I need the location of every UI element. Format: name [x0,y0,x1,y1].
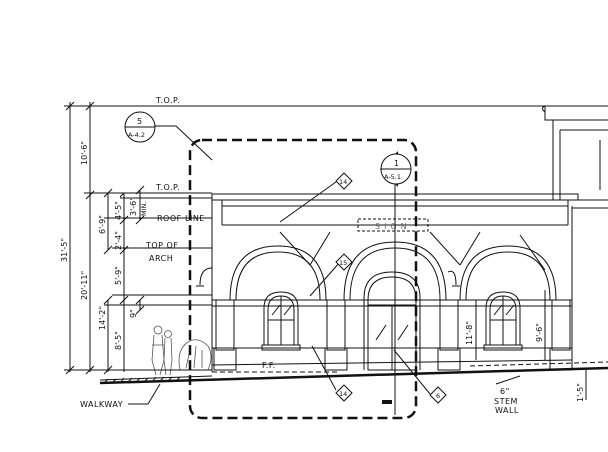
dim-arch-band: 5'-9" [114,266,123,285]
keynote-tag-14-top-text: 14 [339,178,347,186]
sign-label: SIGN [375,222,411,231]
keynote-tag-6-text: 6 [436,392,440,400]
keynote-tag-14-bottom-text: 14 [339,390,347,398]
stem-wall-label-2: STEM [494,397,518,406]
keynote-tag-14-top: 14 [335,172,353,190]
level-lines [64,105,545,371]
level-label-line: LINE [185,214,205,223]
dim-base-band: 9" [129,309,138,318]
section-ref-sheet: A-4.2 [128,131,145,139]
keynote-tag-6: 6 [429,386,447,404]
dim-lower-total: 14'-2" [98,306,107,330]
level-label-top-lower: T.O.P. [155,183,180,192]
stem-wall-label-1: 6" [500,387,510,396]
marker-block [382,400,392,404]
dim-parapet-lower: 6'-9" [98,215,107,234]
level-label-ff: F.F. [262,361,276,370]
dim-parapet-min: MIN. [140,202,148,216]
ground-line [99,361,608,385]
dim-overall: 31'-5" [60,238,69,262]
detail-ref-number: 1 [394,159,400,168]
keynote-tag-15: 15 [335,253,353,271]
level-label-arch: ARCH [149,254,173,263]
keynote-tag-14-bottom: 14 [335,384,353,402]
building-elevation [196,193,579,372]
dim-main-height: 20'-11" [80,271,89,300]
dim-door-height: 11'-8" [465,321,474,345]
section-reference-bubble: 5 A-4.2 [124,111,156,143]
level-label-roof: ROOF [157,214,182,223]
level-label-top-upper: T.O.P. [155,96,180,105]
level-label-top-of: TOP OF [145,241,178,250]
dim-window-height: 9'-6" [535,323,544,342]
stem-wall-label-3: WALL [495,406,519,415]
detail-ref-sheet: A-5.1 [384,173,401,181]
shrub [178,339,212,371]
section-ref-number: 5 [137,117,143,126]
dim-base-height: 8'-5" [114,331,123,350]
keynote-tag-15-text: 15 [339,259,347,267]
people-figures [151,325,173,376]
dimension-lines [65,101,587,400]
right-building-mass [542,105,608,209]
detail-boundary [188,138,418,420]
dim-stem-right: 1'-5" [576,383,585,402]
dim-parapet-b: 3'-6" [129,197,138,216]
detail-reference-bubble: 1 A-5.1 [380,151,412,187]
dim-parapet-a: 4'-5" [114,201,123,220]
walkway-label: WALKWAY [80,400,123,409]
callout-leaders [128,125,521,415]
dim-upper-parapet: 10'-6" [80,141,89,165]
dim-arch-above: 2'-4" [114,231,123,250]
